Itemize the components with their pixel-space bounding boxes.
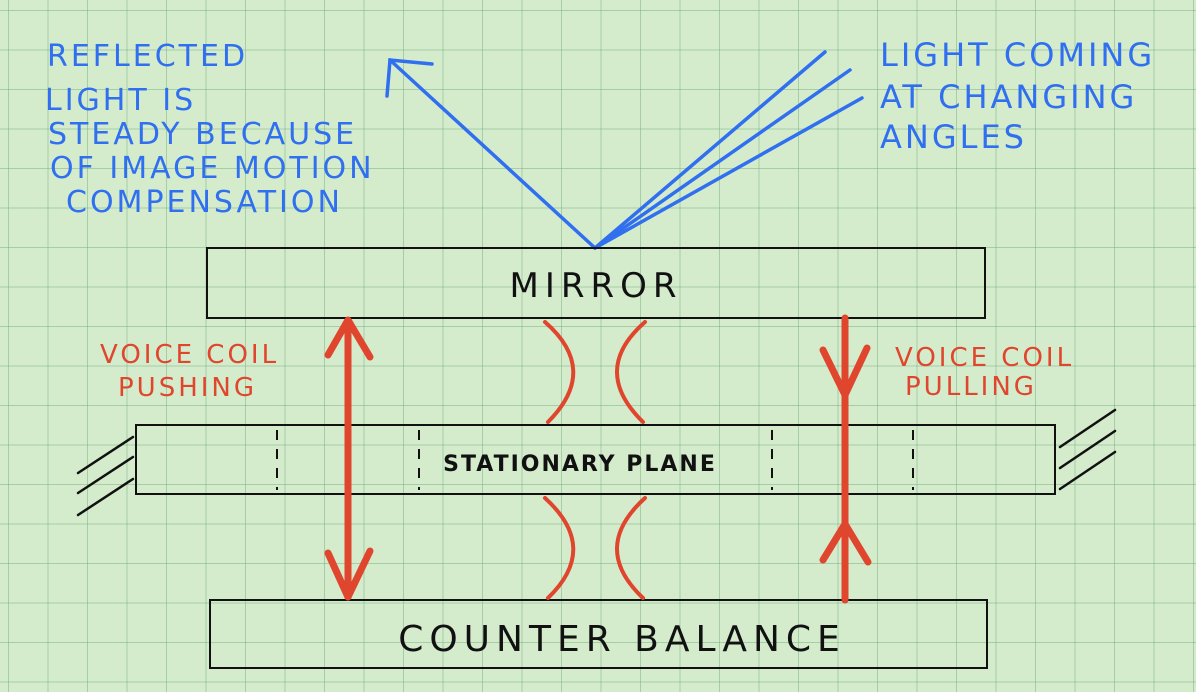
stationary-plane-label: STATIONARY PLANE bbox=[443, 452, 717, 477]
incoming-light-note: LIGHT COMING AT CHANGING ANGLES bbox=[880, 36, 1155, 156]
pulling-arrow-lower-head bbox=[819, 520, 872, 566]
pushing-arrow-bottom-head bbox=[324, 547, 374, 601]
voice-coil-arrows bbox=[324, 314, 872, 604]
incoming-ray-3 bbox=[593, 96, 864, 250]
pulling-note-line-2: PULLING bbox=[905, 372, 1037, 402]
reflected-ray-arrowhead bbox=[385, 58, 434, 98]
light-rays bbox=[385, 50, 864, 250]
pulling-note-line-1: VOICE COIL bbox=[895, 343, 1074, 373]
stationary-plane-box bbox=[135, 424, 1056, 495]
reflected-note-line-4: OF IMAGE MOTION bbox=[50, 151, 375, 186]
flexure-lower-left bbox=[543, 496, 576, 600]
flexures bbox=[543, 320, 647, 600]
mirror-label: MIRROR bbox=[510, 266, 683, 306]
flexure-upper-left bbox=[543, 320, 576, 424]
flexure-lower-right bbox=[615, 496, 647, 600]
flexure-upper-right bbox=[615, 320, 647, 424]
incoming-ray-1 bbox=[593, 50, 827, 250]
incoming-note-line-2: AT CHANGING bbox=[880, 78, 1137, 116]
incoming-note-line-3: ANGLES bbox=[880, 118, 1027, 156]
pulling-arrow-upper-head bbox=[819, 344, 871, 399]
reflected-ray bbox=[388, 58, 597, 250]
reflected-note-line-2: LIGHT IS bbox=[45, 83, 196, 118]
reflected-light-note: REFLECTED LIGHT IS STEADY BECAUSE OF IMA… bbox=[45, 39, 375, 220]
incoming-ray-2 bbox=[593, 68, 852, 250]
counter-balance-box bbox=[209, 599, 988, 669]
pushing-arrow-top-head bbox=[324, 316, 374, 361]
mirror-box bbox=[206, 247, 986, 319]
left-support-hatching bbox=[76, 435, 135, 517]
pushing-note-line-2: PUSHING bbox=[118, 373, 257, 403]
reflected-note-line-5: COMPENSATION bbox=[66, 185, 343, 220]
voice-coil-pulling-note: VOICE COIL PULLING bbox=[895, 343, 1074, 402]
incoming-note-line-1: LIGHT COMING bbox=[880, 36, 1155, 74]
right-support-hatching bbox=[1058, 408, 1117, 491]
voice-coil-pushing-note: VOICE COIL PUSHING bbox=[100, 340, 279, 403]
counter-balance-label: COUNTER BALANCE bbox=[398, 619, 846, 660]
reflected-note-line-3: STEADY BECAUSE bbox=[48, 117, 357, 152]
reflected-note-line-1: REFLECTED bbox=[47, 39, 248, 74]
stationary-plane-dashes bbox=[276, 430, 914, 490]
pushing-note-line-1: VOICE COIL bbox=[100, 340, 279, 370]
